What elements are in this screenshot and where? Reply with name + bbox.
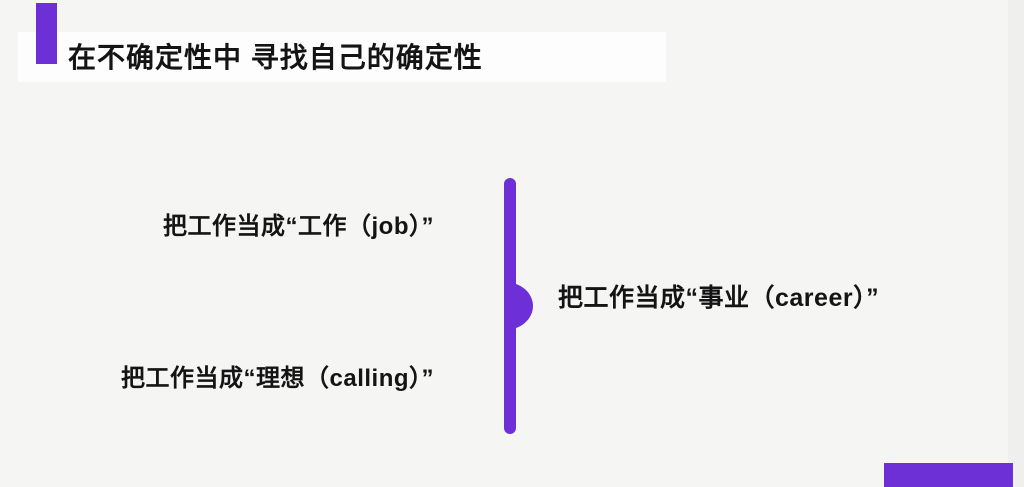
title-accent-bar — [36, 3, 57, 64]
corner-accent-bar — [884, 463, 1013, 487]
timeline-label-calling: 把工作当成“理想（calling）” — [121, 365, 435, 392]
timeline-node-bump — [505, 282, 533, 330]
title-highlight-strip — [18, 32, 666, 82]
right-edge-shading — [1008, 0, 1024, 487]
timeline-label-career: 把工作当成“事业（career）” — [558, 284, 880, 312]
timeline-label-job: 把工作当成“工作（job）” — [163, 213, 434, 240]
slide-title: 在不确定性中 寻找自己的确定性 — [68, 42, 483, 73]
